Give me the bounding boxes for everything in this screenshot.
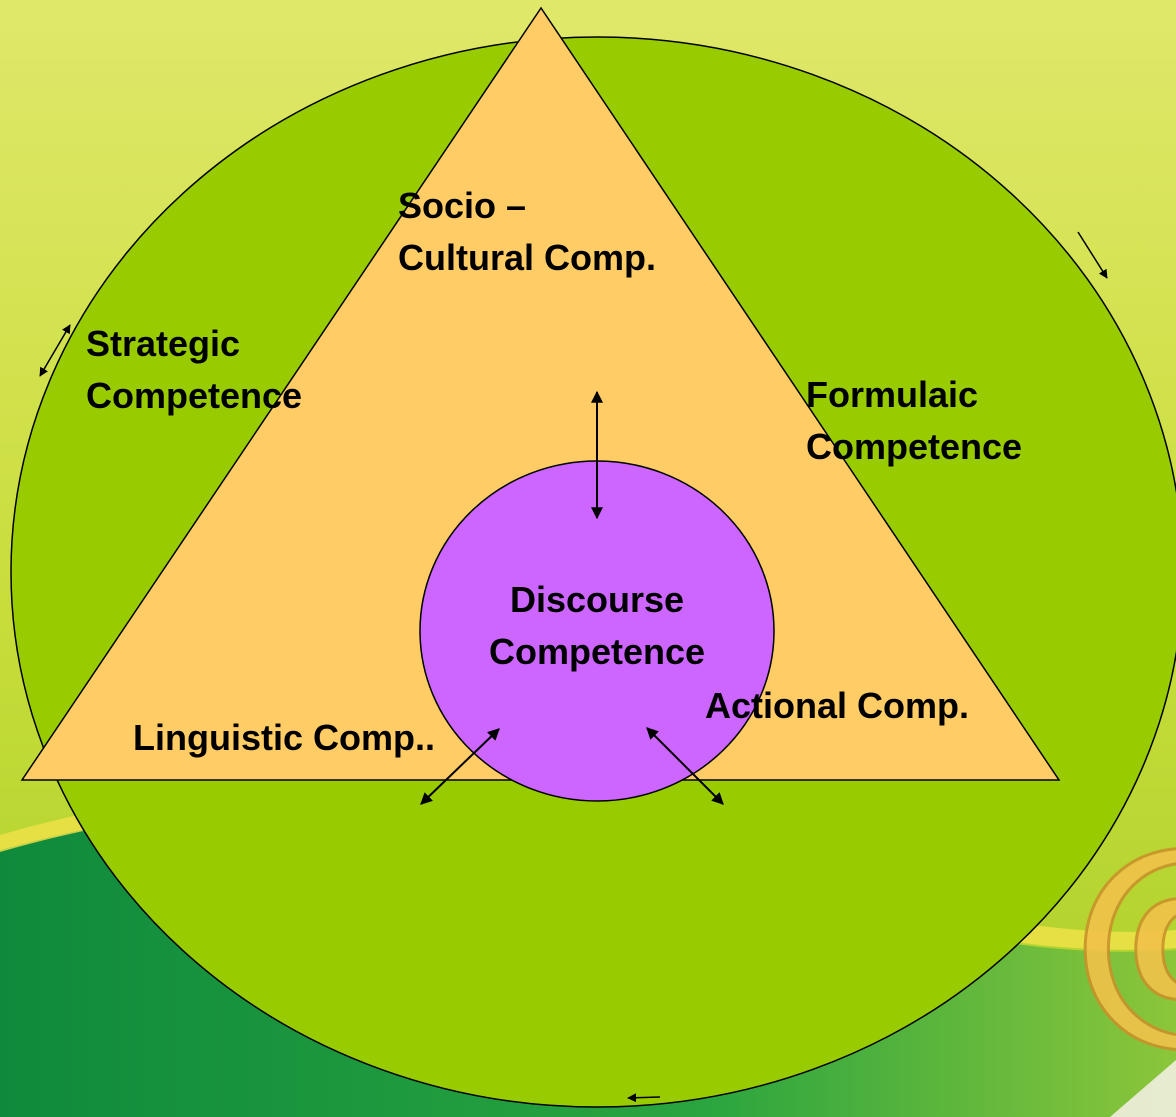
- formulaic-line2: Competence: [806, 426, 1023, 467]
- outer-circle-arrow-right: [1077, 231, 1108, 279]
- socio-cultural-line2: Cultural Comp.: [398, 237, 656, 278]
- outer-circle-arrow-bottom: [627, 1093, 661, 1103]
- outer-circle-arrow-left: [39, 324, 71, 377]
- strategic-line1: Strategic: [86, 323, 241, 364]
- strategic-label: Strategic Competence: [86, 318, 302, 422]
- discourse-line2: Competence: [488, 631, 706, 672]
- strategic-line2: Competence: [86, 375, 303, 416]
- formulaic-line1: Formulaic: [806, 374, 979, 415]
- formulaic-label: Formulaic Competence: [806, 369, 1022, 473]
- corner-paper-shape: [1110, 1060, 1176, 1117]
- actional-text: Actional Comp.: [705, 685, 970, 726]
- discourse-line1: Discourse: [509, 579, 685, 620]
- socio-cultural-label: Socio – Cultural Comp.: [398, 180, 656, 284]
- linguistic-text: Linguistic Comp..: [133, 717, 435, 758]
- arrow-to-linguistic: [420, 728, 500, 805]
- discourse-label: Discourse Competence: [477, 574, 717, 678]
- actional-label: Actional Comp.: [705, 680, 969, 732]
- linguistic-label: Linguistic Comp..: [133, 712, 435, 764]
- arrow-to-actional: [646, 727, 724, 805]
- socio-cultural-line1: Socio –: [398, 185, 527, 226]
